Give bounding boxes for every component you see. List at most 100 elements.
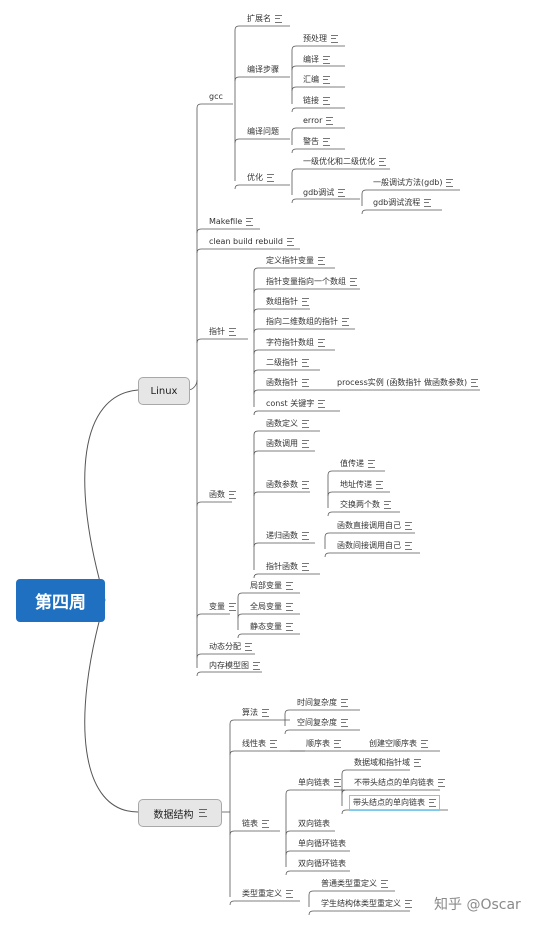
connector [324,552,420,558]
note-icon [376,480,383,489]
node-local-var[interactable]: 局部变量 [250,580,293,592]
node-gdb-general[interactable]: 一般调试方法(gdb) [373,177,454,189]
node-pointer-function[interactable]: 指针函数 [266,561,309,573]
node-link[interactable]: 链接 [303,95,330,107]
node-gdb-debug[interactable]: gdb调试 [303,187,346,199]
note-icon [267,173,274,182]
connector [253,430,320,436]
node-algorithm[interactable]: 算法 [242,707,269,719]
node-process-example[interactable]: process实例 (函数指针 做函数参数) [337,377,479,389]
topic-data-structure[interactable]: 数据结构 [138,799,222,827]
connector [196,248,300,254]
node-function-pointer[interactable]: 函数指针 [266,377,309,389]
node-compile-issues[interactable]: 编译问题 [247,127,279,136]
connector [341,809,448,815]
node-function[interactable]: 函数 [209,489,236,501]
note-icon [270,739,277,748]
node-func-define[interactable]: 函数定义 [266,418,309,430]
note-icon [286,889,293,898]
connector [229,750,305,756]
node-space-complexity[interactable]: 空间复杂度 [297,717,348,729]
node-dynamic-alloc[interactable]: 动态分配 [209,641,252,653]
node-doubly-circular[interactable]: 双向循环链表 [298,859,346,868]
connector [196,103,233,109]
connector [253,369,320,375]
node-normal-typedef[interactable]: 普通类型重定义 [321,878,388,890]
node-memory-model[interactable]: 内存模型图 [209,660,260,672]
node-swap-two[interactable]: 交换两个数 [340,499,391,511]
node-clean-build[interactable]: clean build rebuild [209,236,294,248]
node-singly-list[interactable]: 单向链表 [298,777,341,789]
node-const[interactable]: const 关键字 [266,398,326,410]
note-icon [379,157,386,166]
connector [234,25,290,31]
node-indirect-recursion[interactable]: 函数间接调用自己 [337,540,412,552]
connector [196,653,255,659]
note-icon [334,778,341,787]
note-icon [318,399,326,408]
topic-linux[interactable]: Linux [138,377,190,405]
note-icon [331,34,338,43]
connector [196,613,230,619]
node-compile[interactable]: 编译 [303,54,330,66]
node-warning[interactable]: 警告 [303,136,330,148]
node-pointer-to-array[interactable]: 指针变量指向一个数组 [266,276,357,288]
node-singly-circular[interactable]: 单向循环链表 [298,839,346,848]
node-pass-by-value[interactable]: 值传递 [340,458,375,470]
connector [253,288,360,294]
node-direct-recursion[interactable]: 函数直接调用自己 [337,520,412,532]
node-gcc[interactable]: gcc [209,92,223,101]
node-level-optimize[interactable]: 一级优化和二级优化 [303,156,386,168]
node-extension[interactable]: 扩展名 [247,13,282,25]
note-icon [229,490,236,499]
node-no-head-list[interactable]: 不带头结点的单向链表 [354,777,445,789]
node-preprocess[interactable]: 预处理 [303,33,338,45]
node-linear-list[interactable]: 线性表 [242,738,277,750]
node-typedef[interactable]: 类型重定义 [242,888,293,900]
node-head-list[interactable]: 带头结点的单向链表 [349,795,440,811]
node-compile-steps[interactable]: 编译步骤 [247,65,279,74]
node-error[interactable]: error [303,115,334,127]
node-seq-list[interactable]: 顺序表 [306,738,341,750]
connector [253,308,310,314]
node-doubly-list[interactable]: 双向链表 [298,819,330,828]
note-icon [318,256,325,265]
node-assemble[interactable]: 汇编 [303,74,330,86]
connector [327,511,400,517]
node-data-pointer-field[interactable]: 数据域和指针域 [354,757,421,769]
node-pass-by-address[interactable]: 地址传递 [340,479,383,491]
node-double-pointer[interactable]: 二级指针 [266,357,309,369]
node-recursive[interactable]: 递归函数 [266,530,309,542]
note-icon [286,581,293,590]
note-icon [302,297,309,306]
node-create-seq-list[interactable]: 创建空顺序表 [369,738,428,750]
node-func-call[interactable]: 函数调用 [266,438,309,450]
node-makefile[interactable]: Makefile [209,216,254,228]
connector [84,599,139,813]
note-icon [334,739,341,748]
node-gdb-flow[interactable]: gdb调试流程 [373,197,432,209]
node-variable[interactable]: 变量 [209,601,236,613]
node-time-complexity[interactable]: 时间复杂度 [297,697,348,709]
node-char-pointer-array[interactable]: 字符指针数组 [266,337,325,349]
node-pointer[interactable]: 指针 [209,326,236,338]
node-define-pointer[interactable]: 定义指针变量 [266,255,325,267]
connector [229,830,280,836]
node-linked-list[interactable]: 链表 [242,818,269,830]
node-optimize[interactable]: 优化 [247,172,274,184]
note-icon [338,188,346,197]
note-icon [381,879,388,888]
connector [253,349,335,355]
note-icon [262,819,269,828]
node-static-var[interactable]: 静态变量 [250,621,293,633]
note-icon [405,521,412,530]
connector [285,789,345,795]
node-array-pointer[interactable]: 数组指针 [266,296,309,308]
root-topic[interactable]: 第四周 [16,579,105,622]
node-2d-array-pointer[interactable]: 指向二维数组的指针 [266,316,349,328]
connector [291,198,360,204]
node-global-var[interactable]: 全局变量 [250,601,293,613]
connector [196,338,248,344]
node-func-params[interactable]: 函数参数 [266,479,309,491]
node-struct-typedef[interactable]: 学生结构体类型重定义 [321,898,412,910]
